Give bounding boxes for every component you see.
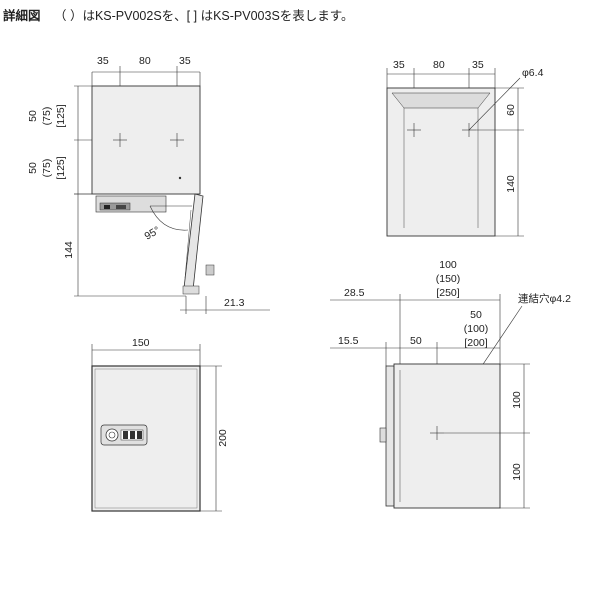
side-dim-75-b: (75) — [41, 159, 53, 178]
back-dim-35-left: 35 — [393, 59, 405, 71]
side-dim-35-right: 35 — [179, 55, 191, 67]
back-dim-60: 60 — [505, 104, 517, 116]
right-side-view: 100 (150) [250] 28.5 連結穴φ4.2 50 (100) [2… — [330, 259, 571, 509]
rs-hole-label: 連結穴φ4.2 — [518, 292, 571, 305]
rs-dim-100c: 100 — [511, 463, 523, 481]
rs-dim-250: [250] — [436, 287, 459, 299]
side-view: 35 80 35 50 (75) [125] 50 (75) [125] 95 — [27, 55, 270, 314]
heading-label: 詳細図 — [3, 9, 41, 23]
rs-dim-inner-50: 50 — [410, 335, 422, 347]
side-dim-125-a: [125] — [55, 104, 67, 127]
rs-dim-28-5: 28.5 — [344, 287, 365, 299]
rs-dim-100a: 100 — [511, 391, 523, 409]
side-dim-50-b: 50 — [27, 162, 39, 174]
side-dim-125-b: [125] — [55, 156, 67, 179]
back-hole-label: φ6.4 — [522, 67, 544, 79]
back-dim-140: 140 — [505, 175, 517, 193]
front-dim-200: 200 — [217, 429, 229, 447]
back-view: 35 80 35 φ6.4 60 140 — [386, 59, 544, 237]
rs-dim-100b: (100) — [464, 323, 489, 335]
rs-body — [393, 363, 501, 509]
rs-dim-150: (150) — [436, 273, 461, 285]
side-dim-144: 144 — [63, 241, 75, 259]
heading: 詳細図 （ ）はKS-PV002Sを、[ ] はKS-PV003Sを表します。 — [3, 5, 354, 24]
rs-dim-50: 50 — [470, 309, 482, 321]
rs-dim-15-5: 15.5 — [338, 335, 359, 347]
side-angle: 95° — [143, 224, 163, 242]
side-dim-50-a: 50 — [27, 110, 39, 122]
back-dim-35-right: 35 — [472, 59, 484, 71]
side-dim-80: 80 — [139, 55, 151, 67]
back-body — [386, 87, 496, 237]
side-dim-75-a: (75) — [41, 107, 53, 126]
side-dim-35-left: 35 — [97, 55, 109, 67]
back-dim-80: 80 — [433, 59, 445, 71]
heading-note: （ ）はKS-PV002Sを、[ ] はKS-PV003Sを表します。 — [54, 9, 354, 23]
side-dim-21-3: 21.3 — [224, 297, 245, 309]
rs-dim-100: 100 — [439, 259, 457, 271]
front-dim-150: 150 — [132, 337, 150, 349]
rs-dim-200: [200] — [464, 337, 487, 349]
front-view: 150 200 — [91, 337, 229, 512]
